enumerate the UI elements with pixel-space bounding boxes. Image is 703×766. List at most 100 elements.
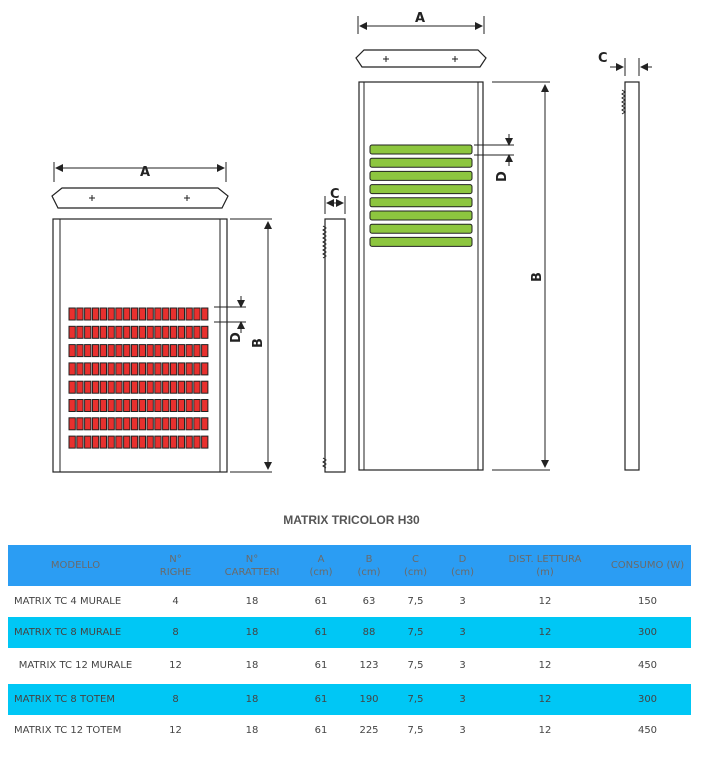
led-cell [185, 307, 193, 321]
led-row [369, 223, 473, 234]
led-cell [84, 344, 92, 358]
led-cell [162, 325, 170, 339]
led-cell [76, 362, 84, 376]
led-cell [201, 362, 209, 376]
table-title: MATRIX TRICOLOR H30 [283, 513, 420, 527]
led-cell [169, 325, 178, 339]
led-cell [201, 325, 209, 339]
led-cell [68, 307, 76, 321]
led-cell [177, 417, 185, 431]
led-cell [185, 344, 193, 358]
led-cell [115, 362, 123, 376]
led-cell [154, 362, 162, 376]
led-cell [76, 435, 84, 449]
totem-drawing [355, 16, 550, 471]
led-cell [68, 325, 76, 339]
red-led-panel [68, 307, 209, 449]
led-cell [107, 362, 115, 376]
cell-consumo: 450 [637, 724, 658, 736]
cell-c: 7,5 [407, 660, 424, 671]
cell-dist-lettura: 12 [486, 617, 604, 648]
led-cell [123, 325, 131, 339]
led-cell [162, 435, 170, 449]
led-cell [169, 307, 178, 321]
header-consumo: CONSUMO (W) [604, 545, 691, 586]
header-c: C(cm) [392, 545, 439, 586]
cell-caratteri: 18 [208, 617, 296, 648]
led-cell [84, 435, 92, 449]
cell-d: 3 [459, 724, 466, 736]
led-cell [185, 435, 193, 449]
dim-label-c-small: C [330, 187, 340, 202]
cell-b: 190 [346, 684, 392, 715]
led-cell [138, 417, 146, 431]
cell-d: 3 [439, 684, 486, 715]
led-cell [162, 417, 170, 431]
led-cell [177, 344, 185, 358]
dim-label-d-murale: D [229, 332, 244, 343]
cell-d: 3 [459, 595, 466, 607]
led-cell [154, 307, 162, 321]
led-cell [177, 380, 185, 394]
led-cell [130, 399, 139, 412]
cell-dist-lettura: 12 [486, 684, 604, 715]
cell-modello: MATRIX TC 8 MURALE [8, 617, 143, 648]
led-cell [123, 380, 131, 394]
led-cell [123, 399, 131, 412]
table-row: MATRIX TC 4 MURALE 4 18 61 63 7,5 3 12 1… [8, 586, 691, 617]
led-cell [91, 362, 100, 376]
led-cell [193, 435, 201, 449]
led-cell [193, 417, 201, 431]
led-cell [177, 325, 185, 339]
led-cell [99, 435, 107, 449]
led-cell [68, 399, 76, 412]
led-row [369, 210, 473, 221]
cell-c: 7,5 [392, 617, 439, 648]
cell-b: 225 [359, 724, 379, 736]
cell-b: 63 [362, 595, 376, 607]
led-cell [146, 307, 154, 321]
led-cell [91, 344, 100, 358]
led-cell [84, 362, 92, 376]
led-cell [107, 344, 115, 358]
led-cell [169, 435, 178, 449]
cell-caratteri: 18 [245, 595, 259, 607]
led-cell [185, 399, 193, 412]
led-cell [130, 307, 139, 321]
led-cell [84, 325, 92, 339]
led-cell [123, 435, 131, 449]
dim-label-d-totem: D [495, 171, 510, 182]
led-cell [130, 435, 139, 449]
led-cell [169, 399, 178, 412]
led-cell [138, 435, 146, 449]
led-cell [107, 325, 115, 339]
cell-c: 7,5 [392, 684, 439, 715]
led-cell [99, 362, 107, 376]
led-cell [162, 380, 170, 394]
led-cell [162, 307, 170, 321]
led-cell [76, 380, 84, 394]
led-cell [138, 307, 146, 321]
header-caratteri: N°CARATTERI [208, 545, 296, 586]
table-row: MATRIX TC 12 TOTEM 12 18 61 225 7,5 3 12… [8, 715, 691, 746]
led-cell [123, 417, 131, 431]
led-cell [162, 344, 170, 358]
led-cell [84, 399, 92, 412]
led-cell [138, 344, 146, 358]
led-cell [123, 362, 131, 376]
led-cell [201, 344, 209, 358]
led-cell [68, 380, 76, 394]
cell-b: 88 [346, 617, 392, 648]
led-cell [169, 380, 178, 394]
led-cell [84, 307, 92, 321]
led-row [369, 144, 473, 155]
led-cell [138, 325, 146, 339]
cell-c: 7,5 [407, 595, 424, 607]
led-cell [146, 399, 154, 412]
led-row [369, 170, 473, 181]
cell-modello: MATRIX TC 8 TOTEM [8, 684, 143, 715]
led-cell [76, 399, 84, 412]
led-cell [107, 435, 115, 449]
cell-b: 123 [359, 660, 379, 671]
header-modello: MODELLO [8, 545, 143, 586]
